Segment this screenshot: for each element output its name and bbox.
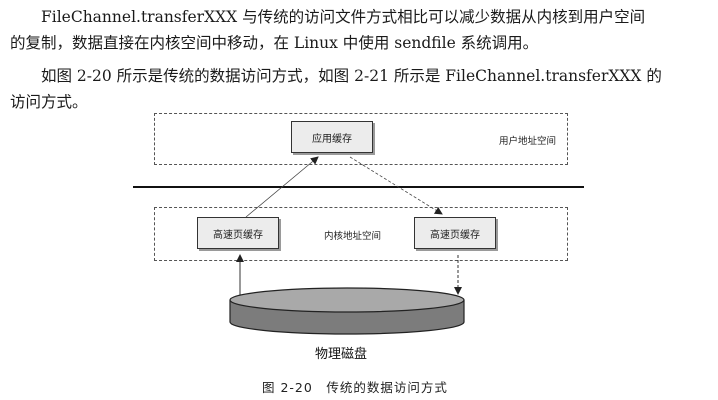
disk-label: 物理磁盘 xyxy=(315,347,368,362)
kernel-space-label: 内核地址空间 xyxy=(324,231,382,242)
app-cache-label: 应用缓存 xyxy=(312,133,352,145)
figure-caption: 图 2-20 传统的数据访问方式 xyxy=(262,380,448,395)
paragraph-2-line-1: 如图 2-20 所示是传统的数据访问方式，如图 2-21 所示是 FileCha… xyxy=(41,67,662,85)
page-cache-left-box: 高速页缓存 xyxy=(197,217,279,249)
user-space-region xyxy=(154,113,568,165)
paragraph-2-line-2: 访问方式。 xyxy=(10,93,88,111)
user-space-label: 用户地址空间 xyxy=(499,136,557,147)
page-cache-right-label: 高速页缓存 xyxy=(430,229,480,241)
arrow-app-cache-to-page-cache xyxy=(349,156,443,215)
app-cache-box: 应用缓存 xyxy=(291,121,373,153)
arrow-page-cache-to-app-cache xyxy=(245,156,319,218)
page-cache-right-box: 高速页缓存 xyxy=(414,217,496,249)
kernel-space-region xyxy=(154,207,568,261)
paragraph-1-line-2: 的复制，数据直接在内核空间中移动，在 Linux 中使用 sendfile 系统… xyxy=(10,34,539,52)
paragraph-1-line-1: FileChannel.transferXXX 与传统的访问文件方式相比可以减少… xyxy=(41,8,646,26)
paragraph-2: 如图 2-20 所示是传统的数据访问方式，如图 2-21 所示是 FileCha… xyxy=(10,63,710,115)
disk-cylinder xyxy=(229,287,465,335)
paragraph-1: FileChannel.transferXXX 与传统的访问文件方式相比可以减少… xyxy=(10,4,710,56)
page-cache-left-label: 高速页缓存 xyxy=(213,229,263,241)
